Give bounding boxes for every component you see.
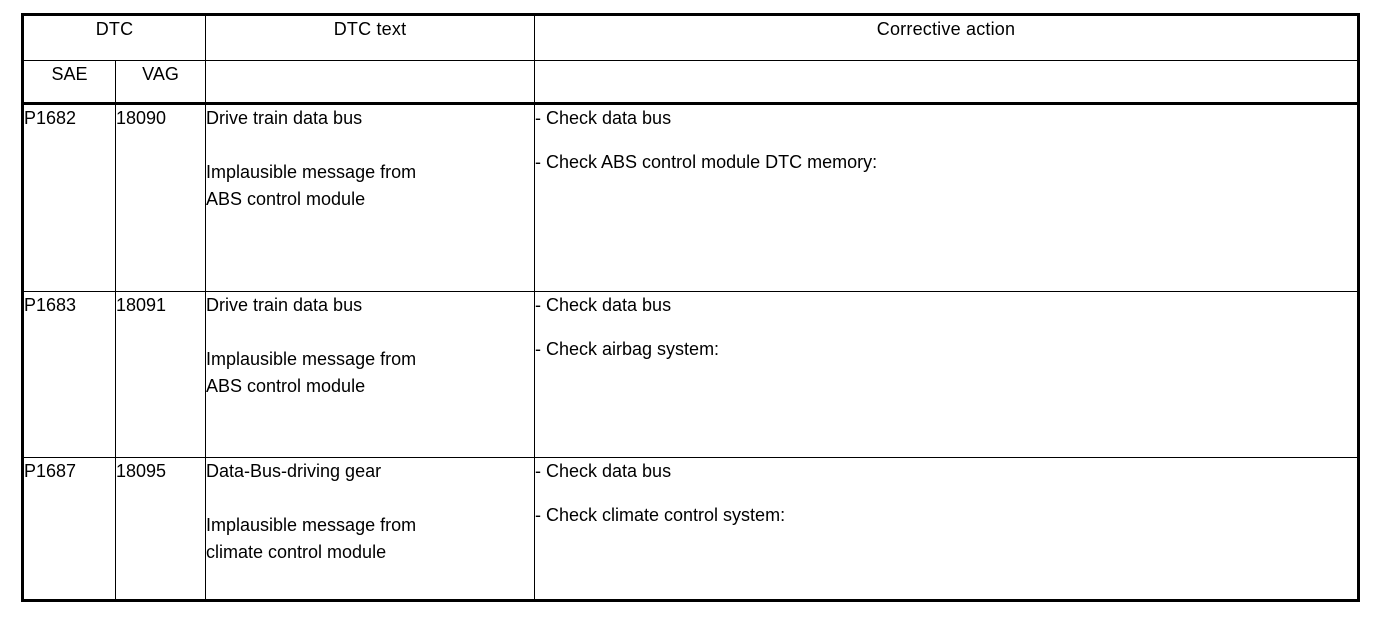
spacer: [206, 319, 534, 346]
table-body: P1682 18090 Drive train data bus Implaus…: [22, 103, 1359, 601]
table-row: P1687 18095 Data-Bus-driving gear Implau…: [22, 457, 1359, 601]
column-header-dtc-text: DTC text: [205, 14, 535, 61]
corrective-action-item: - Check data bus: [535, 108, 672, 128]
cell-vag-code: 18090: [115, 103, 206, 292]
column-header-sae: SAE: [22, 60, 116, 105]
cell-sae-code: P1682: [22, 103, 116, 292]
dtc-text-detail-line-2: ABS control module: [206, 189, 366, 209]
cell-sae-code: P1687: [22, 457, 116, 601]
cell-corrective-action: - Check data bus - Check climate control…: [534, 457, 1359, 601]
cell-dtc-text: Data-Bus-driving gear Implausible messag…: [205, 457, 535, 601]
cell-sae-code: P1683: [22, 291, 116, 458]
dtc-text-title: Data-Bus-driving gear: [206, 461, 382, 481]
dtc-text-detail: Implausible message from ABS control mod…: [206, 159, 534, 213]
column-subheader-corrective-action-blank: [534, 60, 1359, 105]
dtc-text-detail-line-2: climate control module: [206, 542, 387, 562]
column-subheader-dtc-text-blank: [205, 60, 535, 105]
spacer: [206, 132, 534, 159]
header-row-sub: SAE VAG: [22, 60, 1359, 105]
header-row-main: DTC DTC text Corrective action: [22, 14, 1359, 61]
cell-vag-code: 18091: [115, 291, 206, 458]
corrective-action-item: - Check ABS control module DTC memory:: [535, 152, 878, 172]
corrective-action-item: - Check data bus: [535, 295, 672, 315]
corrective-action-item: - Check data bus: [535, 461, 672, 481]
cell-dtc-text: Drive train data bus Implausible message…: [205, 103, 535, 292]
column-header-corrective-action: Corrective action: [534, 14, 1359, 61]
dtc-text-detail-line-1: Implausible message from: [206, 349, 417, 369]
dtc-text-detail-line-1: Implausible message from: [206, 162, 417, 182]
dtc-text-detail: Implausible message from climate control…: [206, 512, 534, 566]
dtc-corrective-action-table: DTC DTC text Corrective action SAE VAG P…: [21, 13, 1360, 602]
cell-dtc-text: Drive train data bus Implausible message…: [205, 291, 535, 458]
table-header: DTC DTC text Corrective action SAE VAG: [22, 14, 1359, 105]
cell-corrective-action: - Check data bus - Check airbag system:: [534, 291, 1359, 458]
column-header-dtc: DTC: [22, 14, 206, 61]
spacer: [206, 485, 534, 512]
dtc-text-title: Drive train data bus: [206, 295, 363, 315]
corrective-action-item: - Check climate control system:: [535, 505, 786, 525]
cell-vag-code: 18095: [115, 457, 206, 601]
table-row: P1682 18090 Drive train data bus Implaus…: [22, 103, 1359, 292]
column-header-vag: VAG: [115, 60, 206, 105]
dtc-text-title: Drive train data bus: [206, 108, 363, 128]
table-row: P1683 18091 Drive train data bus Implaus…: [22, 291, 1359, 458]
corrective-action-item: - Check airbag system:: [535, 339, 720, 359]
cell-corrective-action: - Check data bus - Check ABS control mod…: [534, 103, 1359, 292]
dtc-text-detail-line-2: ABS control module: [206, 376, 366, 396]
dtc-text-detail: Implausible message from ABS control mod…: [206, 346, 534, 400]
dtc-text-detail-line-1: Implausible message from: [206, 515, 417, 535]
